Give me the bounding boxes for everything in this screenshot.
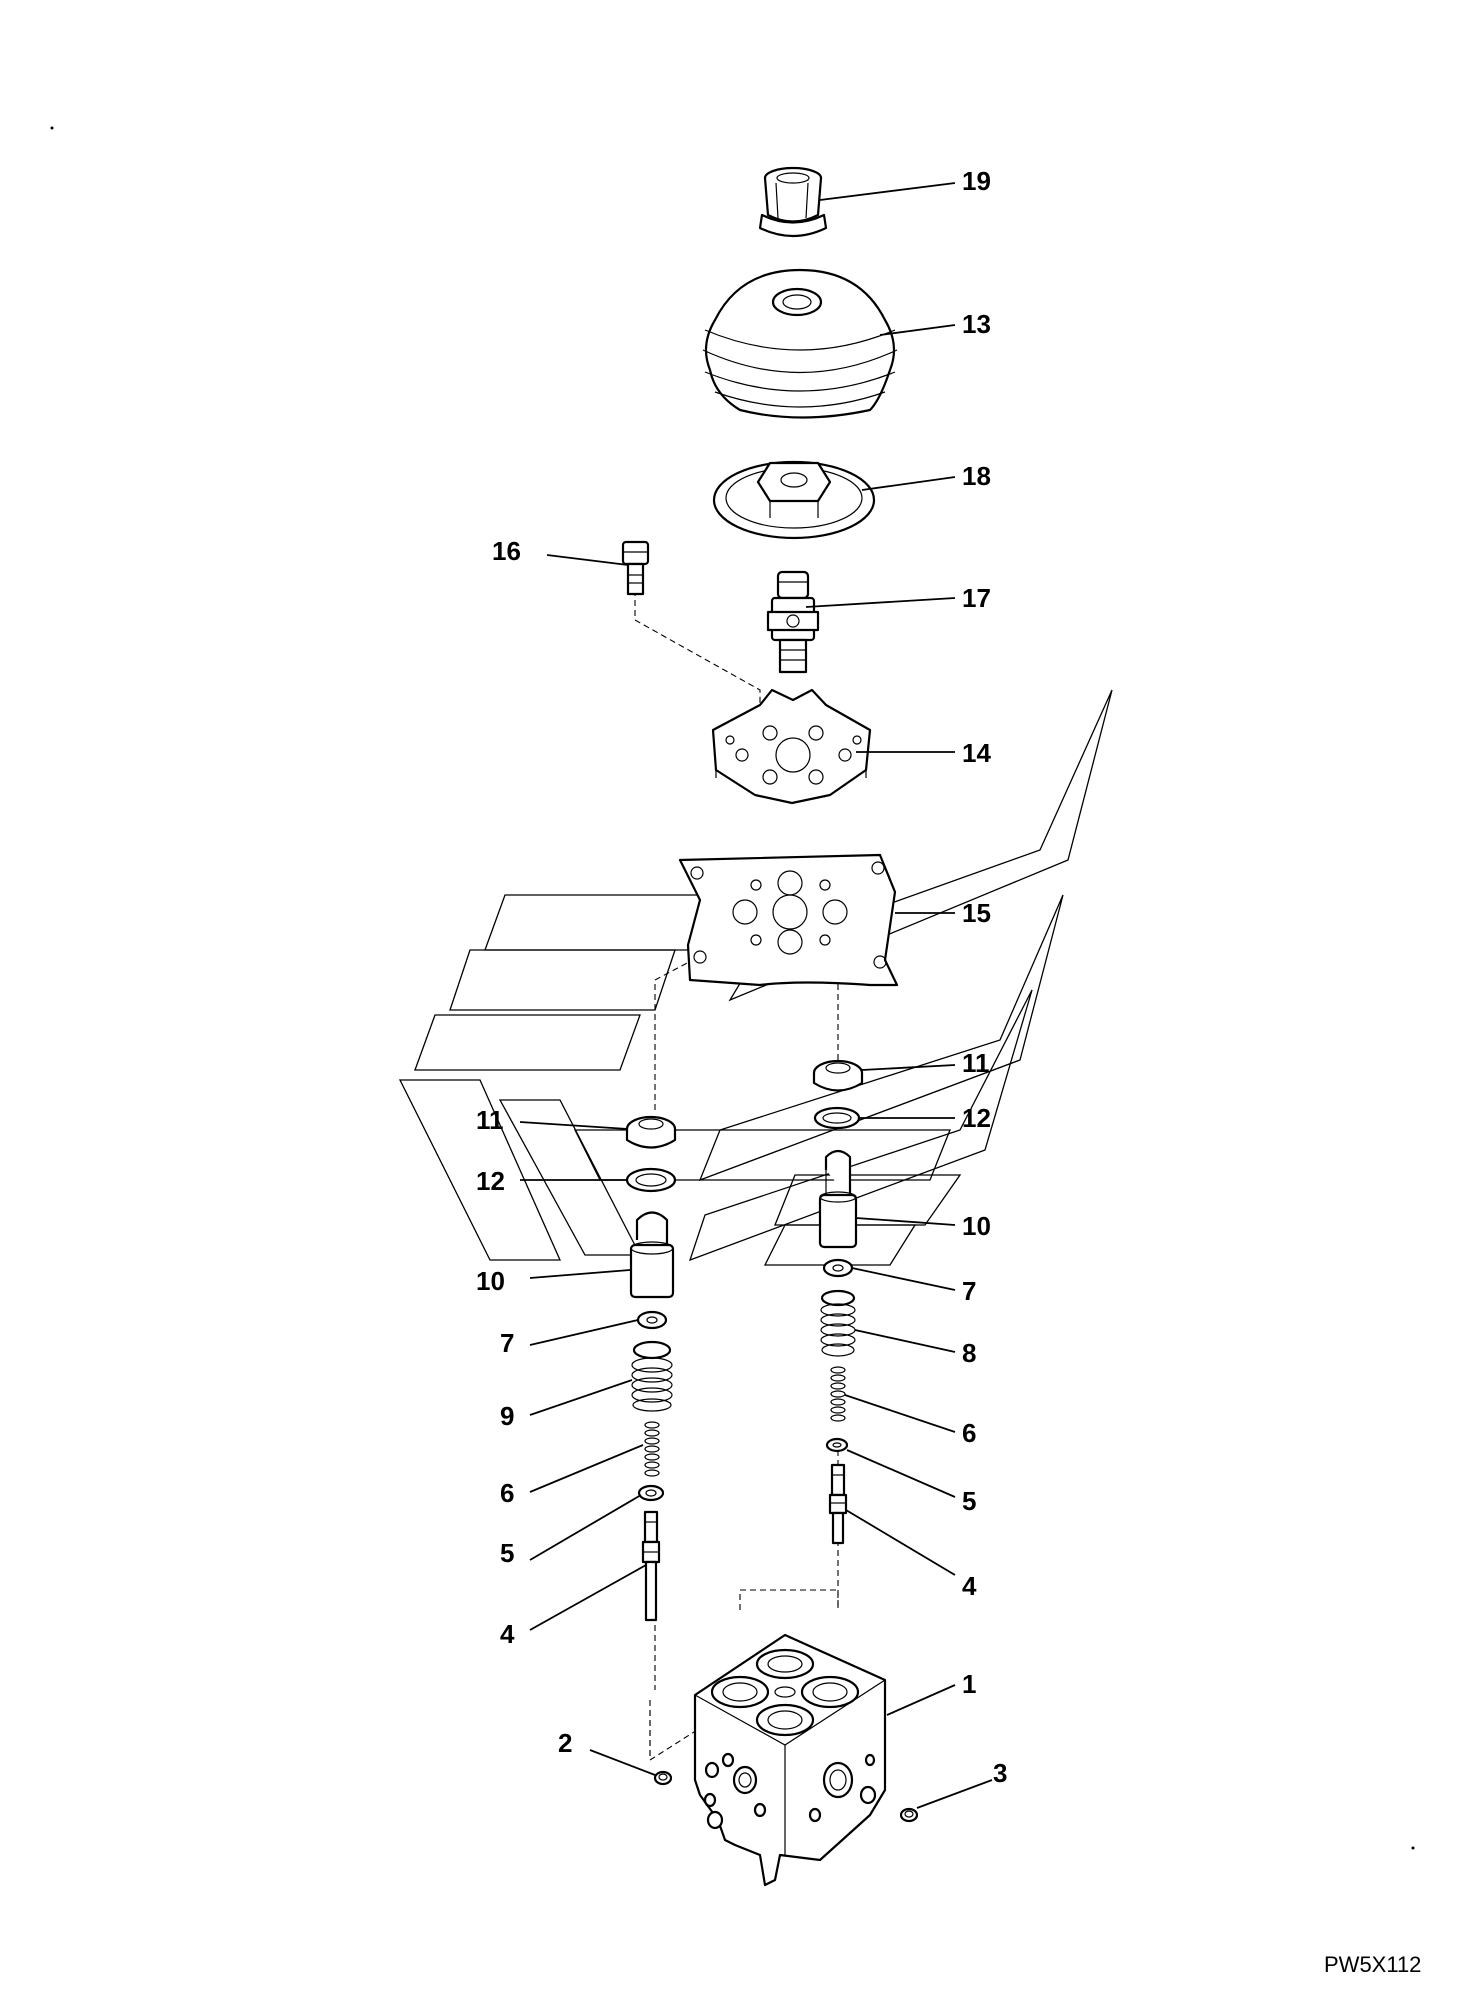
- leader-lines: [519, 182, 993, 1809]
- callout-13: 13: [962, 309, 991, 339]
- part-17-joint: [766, 570, 820, 674]
- callout-4-left: 4: [500, 1619, 515, 1649]
- part-14-cam-plate: [711, 688, 872, 805]
- callout-15: 15: [962, 898, 991, 928]
- callout-11-left: 11: [476, 1105, 504, 1135]
- callout-19: 19: [962, 166, 991, 196]
- part-3-plug: [899, 1807, 919, 1823]
- callout-16: 16: [492, 536, 521, 566]
- callout-8: 8: [962, 1338, 976, 1368]
- callout-18: 18: [962, 461, 991, 491]
- part-7-washer-right: [822, 1258, 854, 1278]
- part-2-plug: [653, 1770, 673, 1786]
- callout-9: 9: [500, 1401, 514, 1431]
- callout-3: 3: [993, 1758, 1007, 1788]
- callout-2: 2: [558, 1728, 572, 1758]
- part-15-plate: [678, 853, 899, 987]
- part-6-spring-right: [830, 1366, 846, 1422]
- stray-dot: [50, 126, 54, 130]
- part-6-spring-left: [644, 1421, 660, 1477]
- part-8-spring-right: [820, 1289, 856, 1357]
- part-19-nut: [758, 166, 828, 238]
- part-12-ring-right: [813, 1106, 861, 1130]
- part-1-valve-body: [693, 1633, 887, 1887]
- callout-7-right: 7: [962, 1276, 976, 1306]
- part-10-plunger-left: [629, 1211, 675, 1299]
- callout-11-right: 11: [962, 1048, 990, 1078]
- part-18-plate: [712, 460, 876, 540]
- callout-14: 14: [962, 738, 991, 768]
- part-11-seal-left: [625, 1115, 677, 1149]
- callout-10-left: 10: [476, 1266, 505, 1296]
- part-10-plunger-right: [818, 1149, 858, 1249]
- callout-7-left: 7: [500, 1328, 514, 1358]
- part-7-washer-left: [636, 1310, 668, 1330]
- callout-12-right: 12: [962, 1103, 991, 1133]
- callout-17: 17: [962, 583, 991, 613]
- part-9-spring-left: [631, 1340, 673, 1412]
- callout-10-right: 10: [962, 1211, 991, 1241]
- callout-5-left: 5: [500, 1538, 514, 1568]
- callout-12-left: 12: [476, 1166, 505, 1196]
- stray-dot: [1411, 1846, 1415, 1850]
- part-4-spool-left: [641, 1510, 661, 1622]
- part-5-washer-right: [825, 1437, 849, 1453]
- part-16-bolt: [621, 540, 650, 596]
- drawing-code: PW5X112: [1324, 1952, 1421, 1977]
- callout-4-right: 4: [962, 1571, 977, 1601]
- callout-5-right: 5: [962, 1486, 976, 1516]
- callout-1: 1: [962, 1669, 976, 1699]
- callout-6-right: 6: [962, 1418, 976, 1448]
- callout-6-left: 6: [500, 1478, 514, 1508]
- callout-labels: 19 13 18 16 17 14 15 11 11 12 12 10 10 7…: [476, 166, 1007, 1788]
- part-13-boot: [702, 268, 898, 419]
- part-11-seal-right: [812, 1059, 864, 1092]
- part-12-ring-left: [625, 1167, 677, 1193]
- part-5-washer-left: [637, 1484, 665, 1502]
- part-4-spool-right: [828, 1463, 848, 1545]
